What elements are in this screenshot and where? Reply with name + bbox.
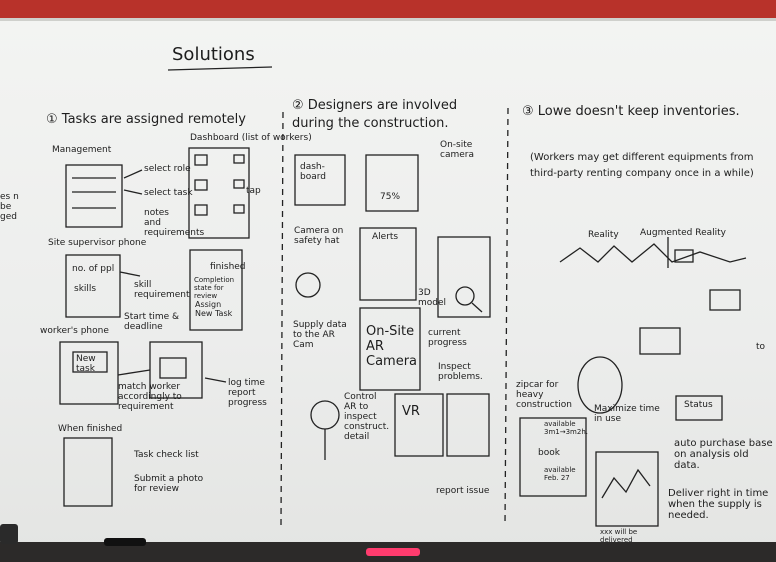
site-supervisor-label: Site supervisor phone bbox=[48, 238, 147, 248]
augmented-label: Augmented Reality bbox=[640, 228, 726, 238]
select-task-label: select task bbox=[144, 188, 193, 198]
report-issue-label: report issue bbox=[436, 486, 490, 496]
onsite-ar-label: On-Site AR Camera bbox=[366, 324, 418, 369]
onsite-camera-label: On-site camera bbox=[440, 140, 474, 160]
match-label: match worker accordingly to requirement bbox=[118, 382, 182, 412]
pink-marker bbox=[366, 548, 420, 556]
dashboard-label: Dashboard (list of workers) bbox=[190, 133, 312, 143]
vr-label: VR bbox=[402, 404, 420, 419]
skills-label: skills bbox=[74, 284, 97, 294]
xxx-label: xxx will be delivered bbox=[600, 528, 638, 544]
skill-requirement-label: skill requirement bbox=[134, 280, 190, 300]
black-marker bbox=[104, 538, 146, 546]
completion-label: Completion state for review bbox=[194, 276, 235, 300]
zipcar-label: zipcar for heavy construction bbox=[516, 380, 572, 410]
eraser bbox=[0, 524, 18, 544]
camera-hat-label: Camera on safety hat bbox=[294, 226, 344, 246]
submit-photo-label: Submit a photo for review bbox=[134, 474, 204, 494]
section3-heading: ③ Lowe doesn't keep inventories. bbox=[522, 104, 740, 119]
select-role-label: select role bbox=[144, 164, 191, 174]
section2-heading: ② Designers are involved during the cons… bbox=[292, 98, 458, 131]
model-3d-label: 3D model bbox=[418, 288, 447, 308]
alerts-label: Alerts bbox=[372, 232, 399, 242]
reality-label: Reality bbox=[588, 230, 619, 240]
task-checklist-label: Task check list bbox=[134, 450, 199, 460]
side-note: es n be ged bbox=[0, 192, 19, 222]
when-finished-label: When finished bbox=[58, 424, 123, 434]
available2-label: available Feb. 27 bbox=[544, 466, 576, 482]
inspect-label: Inspect problems. bbox=[438, 362, 483, 382]
tap-label: tap bbox=[246, 186, 261, 196]
notes-label: notes and requirements bbox=[144, 208, 205, 238]
percent-label: 75% bbox=[380, 192, 401, 202]
whiteboard bbox=[0, 18, 776, 549]
finished-label: finished bbox=[210, 262, 246, 272]
new-task-label: New task bbox=[76, 354, 96, 374]
available1-label: available 3m1→3m2h. bbox=[544, 420, 588, 436]
status-label: Status bbox=[684, 400, 713, 410]
current-progress-label: current progress bbox=[428, 328, 467, 348]
maximize-label: Maximize time in use bbox=[594, 404, 660, 424]
workers-phone-label: worker's phone bbox=[40, 326, 109, 336]
no-of-ppl-label: no. of ppl bbox=[72, 264, 115, 274]
control-ar-label: Control AR to inspect construct. detail bbox=[344, 392, 390, 442]
auto-purchase-label: auto purchase base on analysis old data. bbox=[674, 438, 773, 471]
start-time-label: Start time & deadline bbox=[124, 312, 180, 332]
assign-new-label: Assign New Task bbox=[195, 300, 233, 318]
dashboard-box-label: dash-board bbox=[300, 162, 326, 182]
section1-heading: ① Tasks are assigned remotely bbox=[46, 112, 246, 127]
deliver-label: Deliver right in time when the supply is… bbox=[668, 488, 769, 521]
page-title: Solutions bbox=[172, 44, 255, 65]
supply-data-label: Supply data to the AR Cam bbox=[293, 320, 347, 350]
book-label: book bbox=[538, 448, 560, 458]
management-label: Management bbox=[52, 145, 112, 155]
to-label: to bbox=[756, 342, 766, 352]
section3-subnote: (Workers may get different equipments fr… bbox=[530, 152, 754, 179]
log-time-label: log time report progress bbox=[228, 378, 267, 408]
